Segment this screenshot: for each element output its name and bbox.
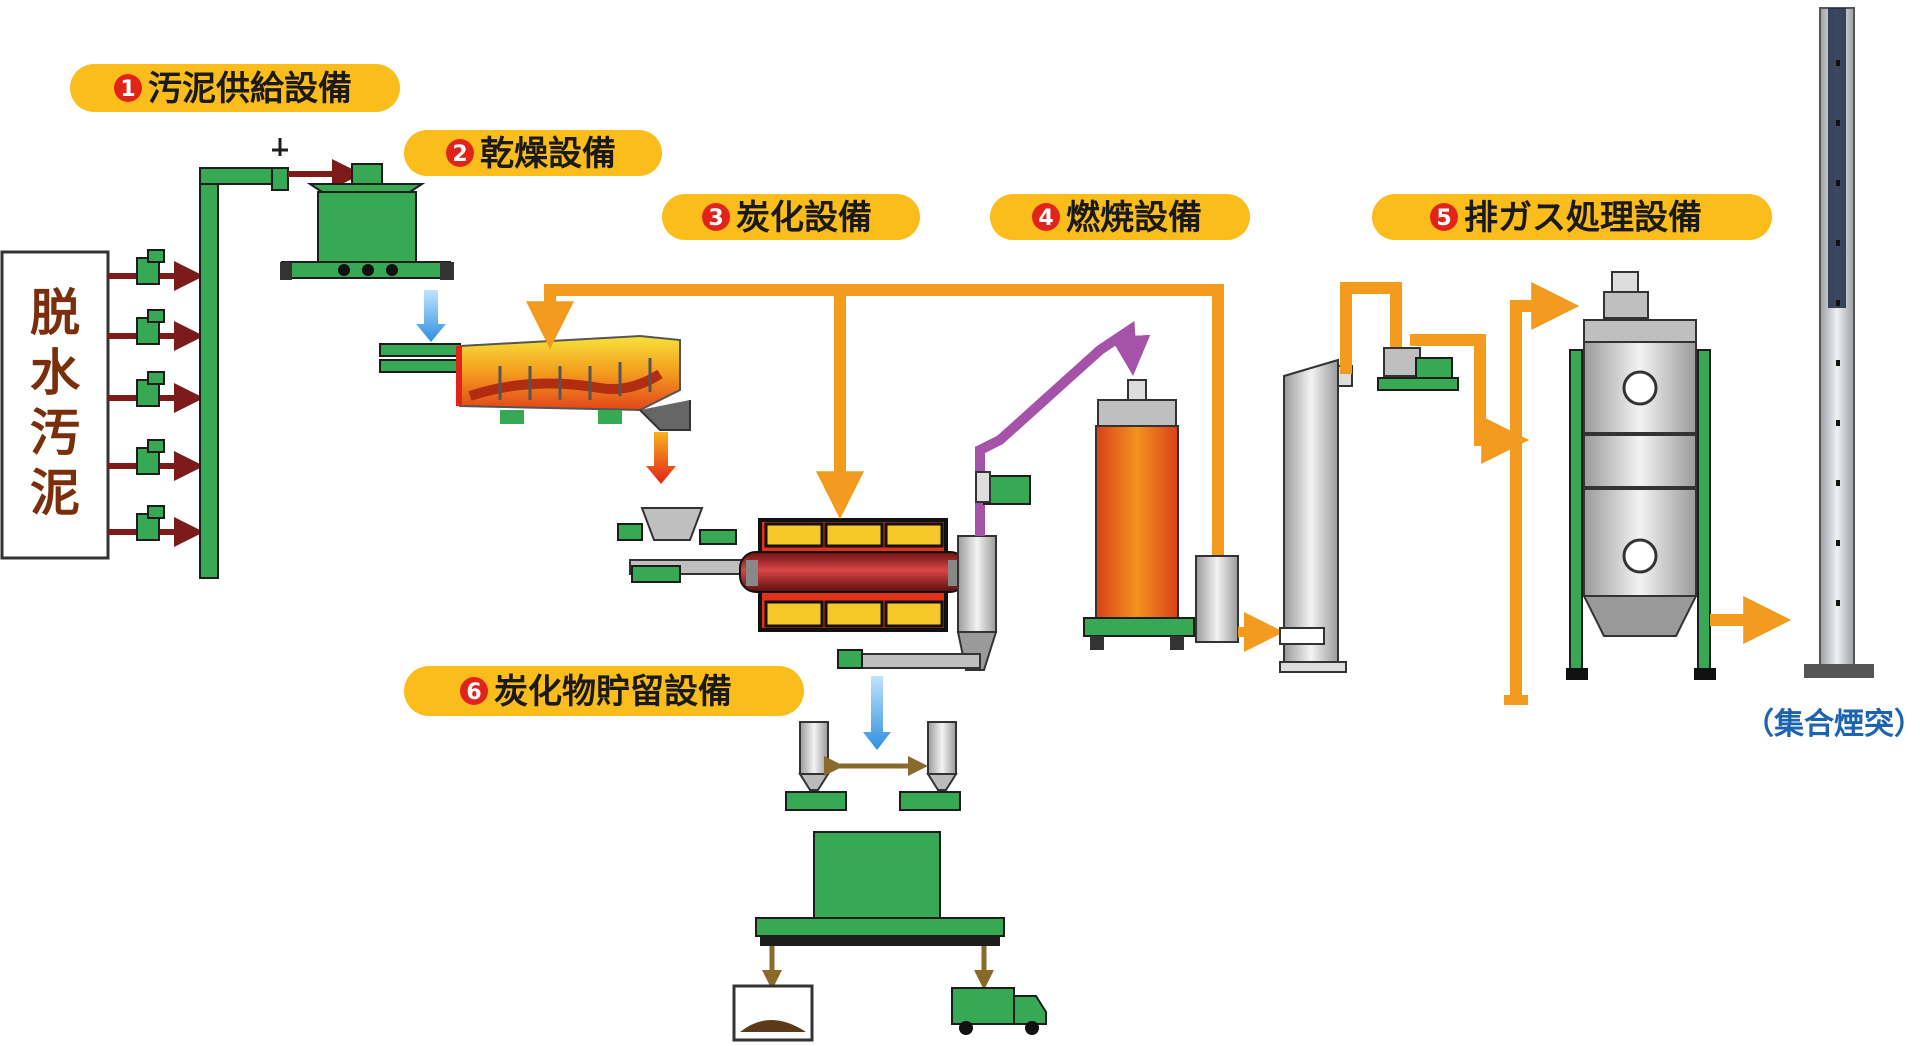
stage-label-4: 4 燃焼設備 (990, 194, 1250, 240)
cooling-tower-icon (1279, 358, 1353, 673)
stage-label-1: 1 汚泥供給設備 (70, 64, 400, 112)
stage-label-6: 6 炭化物貯留設備 (404, 666, 804, 716)
sludge-feed-pumps (108, 249, 204, 547)
char-discharge-flow (863, 676, 891, 750)
stage-title-5: 排ガス処理設備 (1464, 198, 1702, 238)
combustion-furnace-icon (1083, 379, 1195, 650)
stage-title-4: 燃焼設備 (1066, 198, 1202, 238)
carbonizer-kiln-icon (739, 518, 998, 671)
stage-label-3: 3 炭化設備 (662, 194, 920, 240)
storage-bin-icon (755, 831, 1005, 990)
stage-label-5: 5 排ガス処理設備 (1372, 194, 1772, 240)
dewatered-sludge-source: 脱 水 汚 泥 (0, 250, 110, 560)
stage-label-2: 2 乾燥設備 (404, 130, 662, 176)
stage-title-3: 炭化設備 (736, 198, 872, 238)
stage-number-3: 3 (708, 206, 723, 231)
dryer-icon (280, 163, 454, 280)
exhaust-duct (1340, 282, 1580, 705)
source-char-1: 脱 (30, 284, 80, 342)
gas-pipe-purple (975, 321, 1151, 536)
screw-feeder-icon (617, 507, 751, 583)
stage-title-2: 乾燥設備 (480, 134, 616, 174)
carbonizer-feeder-icon (379, 334, 691, 431)
heat-exchanger-icon (1195, 555, 1284, 652)
scrubber-tower-icon (1566, 271, 1792, 680)
chimney-icon (1804, 7, 1874, 678)
pump-icon (136, 249, 165, 541)
stage-number-4: 4 (1038, 206, 1053, 231)
container-icon (732, 984, 814, 1042)
hot-sludge-flow (646, 432, 676, 484)
stage-number-5: 5 (1436, 206, 1451, 231)
silo-icon (785, 721, 961, 811)
dried-sludge-flow (416, 290, 446, 342)
stage-number-6: 6 (466, 680, 481, 705)
source-char-2: 水 (30, 344, 81, 402)
source-char-3: 汚 (30, 404, 80, 462)
heat-recovery-duct (526, 284, 1224, 556)
stage-number-2: 2 (452, 142, 467, 167)
stage-title-6: 炭化物貯留設備 (494, 672, 732, 712)
stage-title-1: 汚泥供給設備 (148, 69, 352, 109)
stage-number-1: 1 (120, 77, 135, 102)
induced-draft-fan-icon (1377, 347, 1459, 391)
supply-pipe (199, 138, 362, 579)
chimney-label: （集合煙突） (1744, 707, 1920, 742)
source-char-4: 泥 (30, 464, 80, 522)
truck-icon (951, 987, 1047, 1035)
